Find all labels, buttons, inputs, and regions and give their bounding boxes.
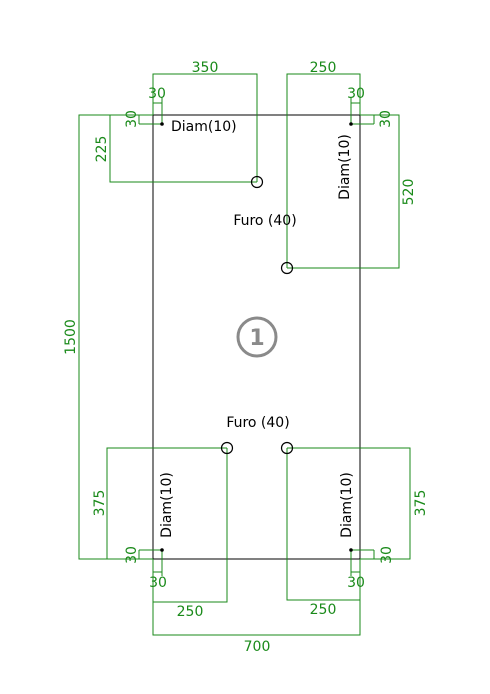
dim-line-bottom-right-250 bbox=[286, 448, 361, 601]
label-diam-top-left: Diam(10) bbox=[171, 119, 237, 135]
dim-left-375: 375 bbox=[92, 490, 108, 517]
small-hole-top-right bbox=[349, 122, 353, 126]
dim-left-1500: 1500 bbox=[63, 319, 79, 355]
small-hole-top-left bbox=[160, 122, 164, 126]
label-furo-bottom: Furo (40) bbox=[226, 415, 289, 431]
dim-bottom-left-30-h: 30 bbox=[149, 575, 167, 591]
dim-line-bottom-700 bbox=[152, 559, 361, 636]
dim-top-350: 350 bbox=[192, 60, 219, 76]
label-furo-top: Furo (40) bbox=[233, 213, 296, 229]
corner-box-bottom-right bbox=[350, 549, 375, 576]
dim-line-top-250 bbox=[286, 73, 361, 268]
label-diam-bottom-left: Diam(10) bbox=[159, 472, 175, 538]
dim-left-225: 225 bbox=[94, 136, 110, 163]
dim-top-left-30-v: 30 bbox=[124, 110, 140, 128]
part-number: 1 bbox=[249, 326, 264, 351]
small-hole-bottom-right bbox=[349, 548, 353, 552]
label-diam-top-right: Diam(10) bbox=[337, 134, 353, 200]
furo-hole-top-1 bbox=[250, 175, 264, 189]
label-diam-bottom-right: Diam(10) bbox=[339, 472, 355, 538]
furo-hole-bottom-1 bbox=[220, 441, 234, 455]
part-number-badge bbox=[236, 316, 278, 358]
small-hole-bottom-left bbox=[160, 548, 164, 552]
dim-bottom-right-30-v: 30 bbox=[379, 546, 395, 564]
dim-bottom-700: 700 bbox=[244, 639, 271, 655]
dim-top-left-30-h: 30 bbox=[148, 86, 166, 102]
dim-top-250: 250 bbox=[310, 60, 337, 76]
corner-box-bottom-left bbox=[138, 549, 163, 576]
dim-bottom-right-250: 250 bbox=[310, 602, 337, 618]
dim-line-right-520 bbox=[287, 114, 400, 269]
dim-top-right-30-h: 30 bbox=[347, 86, 365, 102]
corner-box-top-right bbox=[350, 97, 375, 125]
dim-bottom-left-30-v: 30 bbox=[124, 546, 140, 564]
corner-box-top-left bbox=[138, 97, 163, 125]
dim-line-bottom-left-250 bbox=[152, 448, 228, 603]
dim-bottom-right-30-h: 30 bbox=[347, 575, 365, 591]
furo-hole-bottom-2 bbox=[280, 441, 294, 455]
dim-line-top-350 bbox=[152, 73, 258, 182]
furo-hole-top-2 bbox=[280, 261, 294, 275]
dim-line-bottom-right-375 bbox=[287, 447, 411, 560]
dim-bottom-left-250: 250 bbox=[177, 604, 204, 620]
dim-right-520: 520 bbox=[401, 179, 417, 206]
dim-right-375: 375 bbox=[413, 490, 429, 517]
dim-top-right-30-v: 30 bbox=[378, 110, 394, 128]
dim-line-bottom-left-375 bbox=[106, 447, 227, 560]
